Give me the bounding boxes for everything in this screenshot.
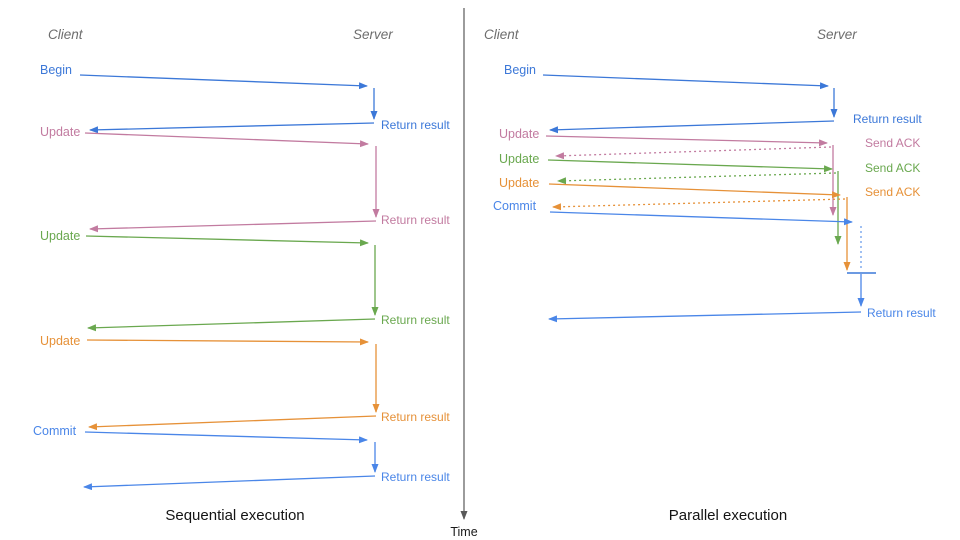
seq-commit-label: Commit [33,424,77,438]
seq-begin-flow [79,74,378,134]
seq-update2-label: Update [40,229,81,243]
par-commit-response-arrow [548,311,862,323]
par-caption: Parallel execution [668,507,788,524]
seq-begin-label: Begin [40,63,72,77]
seq-update1-label: Update [40,125,81,139]
seq-update2-flow [85,235,379,332]
time-axis-label: Time [450,525,478,539]
par-commit-response-label: Return result [867,306,936,320]
seq-update2-response-label: Return result [381,313,450,327]
seq-update1-flow [84,132,380,233]
seq-update1-response-arrow [89,220,377,233]
seq-commit-request-arrow [84,431,368,444]
seq-update3-request-arrow [86,338,369,346]
par-client-header: Client [484,27,519,42]
seq-update1-request-arrow [84,132,369,148]
seq-begin-request-arrow [79,74,368,90]
seq-commit-flow [83,431,379,491]
par-update2-ack-label: Send ACK [865,161,921,175]
seq-update2-response-arrow [87,318,376,332]
seq-update3-label: Update [40,334,81,348]
seq-begin-response-arrow [89,122,375,134]
par-update1-ack-label: Send ACK [865,136,921,150]
par-update3-label: Update [499,176,540,190]
par-update1-label: Update [499,127,540,141]
par-begin-response-label: Return result [853,112,922,126]
par-server-header: Server [817,27,857,42]
par-begin-flow [542,74,838,134]
seq-update3-response-arrow [88,415,377,431]
seq-update3-flow [86,338,380,431]
par-commit-flow [548,211,876,323]
seq-caption: Sequential execution [165,507,305,524]
seq-update2-request-arrow [85,235,369,247]
par-commit-label: Commit [493,199,537,213]
seq-begin-response-label: Return result [381,118,450,132]
seq-commit-response-label: Return result [381,470,450,484]
par-update2-request-arrow [547,159,833,173]
par-update2-flow [547,159,842,245]
par-update3-request-arrow [548,183,841,199]
par-update3-ack-label: Send ACK [865,185,921,199]
par-update1-flow [545,135,837,216]
par-update1-request-arrow [545,135,828,147]
seq-update3-response-label: Return result [381,410,450,424]
par-begin-response-arrow [549,120,835,134]
par-update3-flow [548,183,851,271]
par-update1-ack-arrow [555,146,832,160]
par-update2-ack-arrow [557,172,837,185]
par-begin-request-arrow [542,74,829,90]
par-commit-request-arrow [549,211,853,226]
seq-server-header: Server [353,27,393,42]
par-update3-ack-arrow [552,198,846,211]
seq-commit-response-arrow [83,475,376,491]
par-update2-label: Update [499,152,540,166]
par-begin-label: Begin [504,63,536,77]
seq-client-header: Client [48,27,83,42]
seq-update1-response-label: Return result [381,213,450,227]
